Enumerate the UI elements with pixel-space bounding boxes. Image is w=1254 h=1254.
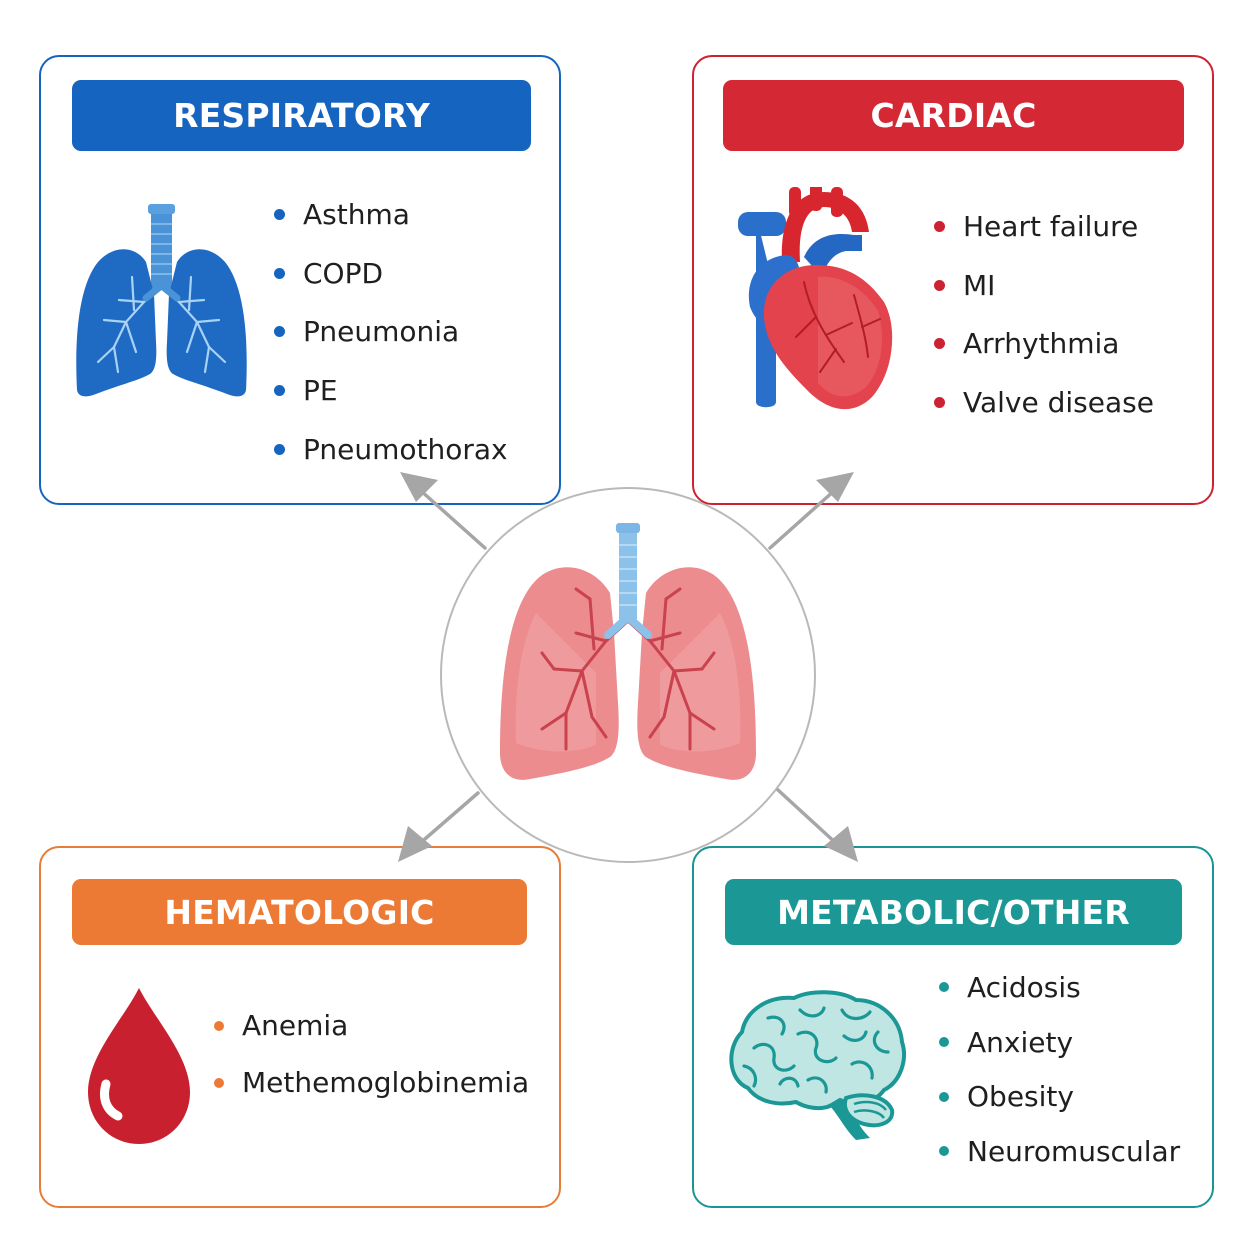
hematologic-panel: HEMATOLOGIC Anemia Methemoglobinemia [39,846,561,1208]
item-label: PE [303,373,338,407]
item-label: Heart failure [963,209,1139,243]
list-item: Acidosis [939,960,1180,1015]
respiratory-panel: RESPIRATORY Asthma COPD [39,55,561,505]
cardiac-header: CARDIAC [723,80,1184,151]
bullet [274,208,285,220]
metabolic-header: METABOLIC/OTHER [725,879,1182,945]
blood-drop-icon [88,988,190,1144]
list-item: Valve disease [934,373,1154,432]
arrow-to-metabolic [776,788,840,847]
item-label: Arrhythmia [963,327,1120,361]
hematologic-header: HEMATOLOGIC [72,879,527,945]
bullet [939,1146,949,1157]
list-item: Methemoglobinemia [214,1054,529,1111]
metabolic-list: Acidosis Anxiety Obesity Neuromuscular [939,960,1180,1179]
item-label: Pneumothorax [303,432,508,466]
metabolic-panel: METABOLIC/OTHER Acidos [692,846,1214,1208]
lungs-blue-icon [76,204,247,397]
list-item: Asthma [274,185,508,244]
respiratory-list: Asthma COPD Pneumonia PE Pneumothorax [274,185,508,478]
item-label: COPD [303,256,384,290]
list-item: Anxiety [939,1015,1180,1070]
item-label: Acidosis [967,970,1081,1004]
list-item: Neuromuscular [939,1124,1180,1179]
respiratory-header: RESPIRATORY [72,80,531,151]
hematologic-list: Anemia Methemoglobinemia [214,997,529,1111]
arrow-to-hematologic [416,791,480,847]
list-item: Pneumothorax [274,420,508,479]
bullet [274,443,285,455]
item-label: Valve disease [963,385,1154,419]
bullet [939,1037,949,1048]
bullet [934,220,945,232]
center-circle [440,487,816,863]
list-item: Arrhythmia [934,314,1154,373]
item-label: Obesity [967,1080,1074,1114]
list-item: COPD [274,244,508,303]
item-label: Pneumonia [303,315,460,349]
list-item: Obesity [939,1069,1180,1124]
heart-icon [738,187,893,410]
bullet [214,1077,224,1088]
item-label: MI [963,268,996,302]
bullet [934,338,945,350]
item-label: Anemia [242,1009,349,1042]
bullet [939,982,949,993]
bullet [214,1020,224,1031]
cardiac-list: Heart failure MI Arrhythmia Valve diseas… [934,197,1154,432]
bullet [934,396,945,408]
list-item: MI [934,256,1154,315]
bullet [274,384,285,396]
list-item: Pneumonia [274,302,508,361]
item-label: Methemoglobinemia [242,1066,530,1099]
bullet [274,267,285,279]
lungs-pink-icon [500,523,756,780]
brain-icon [729,990,906,1140]
list-item: PE [274,361,508,420]
cardiac-panel: CARDIAC Heart failure MI [692,55,1214,505]
item-label: Neuromuscular [967,1134,1181,1168]
list-item: Anemia [214,997,529,1054]
item-label: Anxiety [967,1025,1074,1059]
bullet [934,279,945,291]
item-label: Asthma [303,197,410,231]
bullet [939,1091,949,1102]
bullet [274,326,285,338]
list-item: Heart failure [934,197,1154,256]
